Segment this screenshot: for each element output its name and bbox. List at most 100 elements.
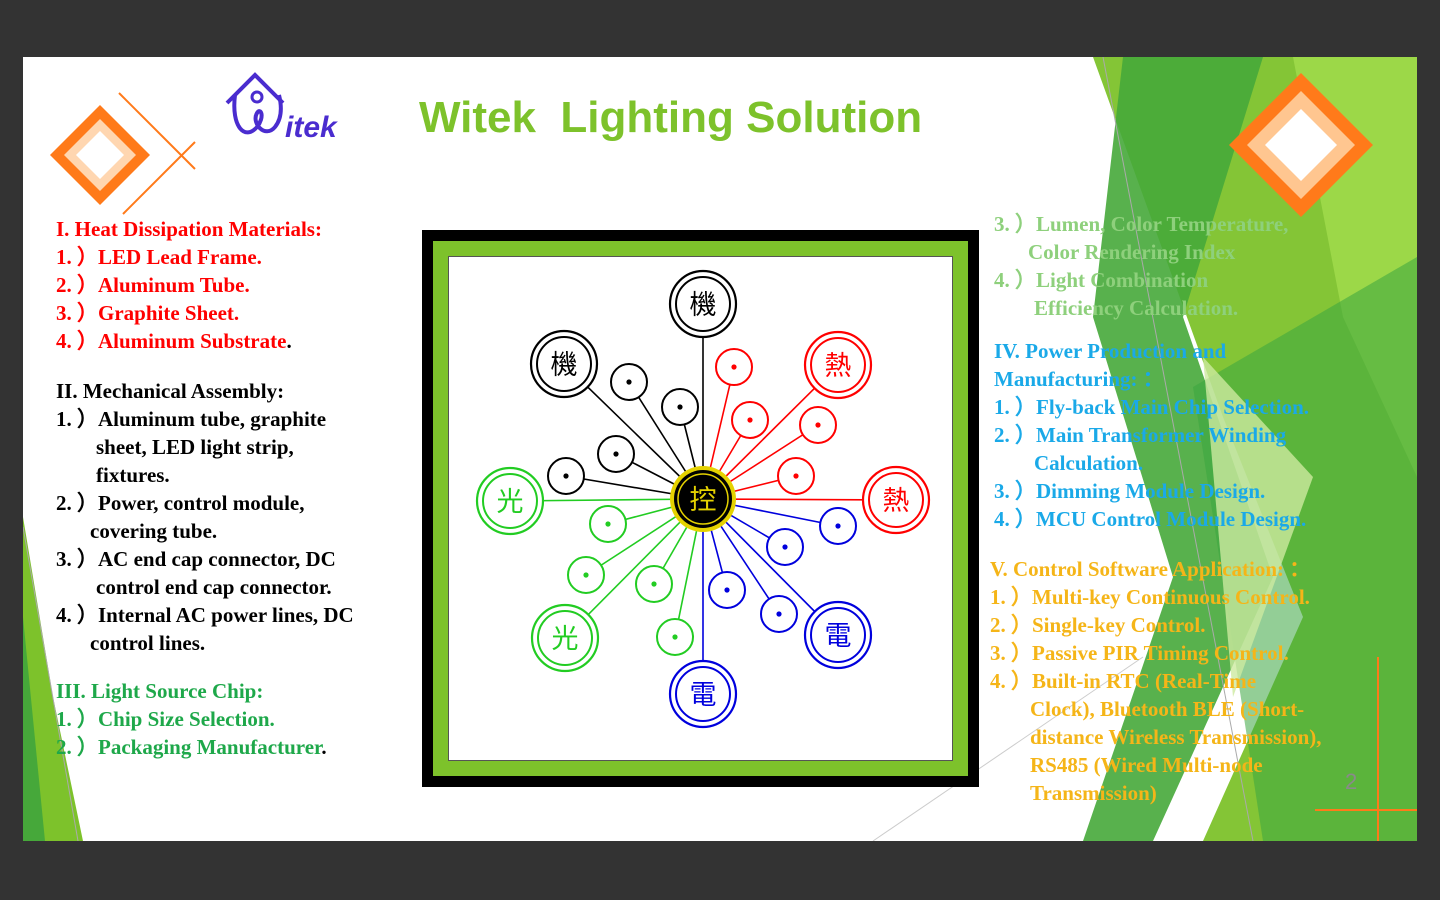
diagram-border: 機機熱熱光光電電控: [433, 241, 968, 776]
heat-node: [803, 330, 873, 400]
list-item: 1. ）Chip Size Selection.: [56, 707, 275, 731]
small-node-dot: [563, 473, 569, 479]
small-node-dot: [731, 364, 737, 370]
section-power-production: IV. Power Production and Manufacturing: …: [994, 337, 1309, 533]
list-item-continued: control lines.: [90, 631, 206, 655]
trailing-period: .: [321, 735, 327, 759]
heat-node: [861, 465, 931, 535]
light-node-label: 光: [552, 624, 579, 655]
section-heading: I. Heat Dissipation Materials:: [56, 217, 322, 241]
small-node-dot: [776, 611, 782, 617]
small-node-dot: [651, 581, 657, 587]
page-number: 2: [1345, 769, 1358, 794]
diagram-canvas: 機機熱熱光光電電控: [448, 256, 953, 761]
section-heading: Manufacturing: ：: [994, 367, 1164, 391]
list-item-continued: covering tube.: [90, 519, 218, 543]
light-node-label: 光: [497, 487, 524, 518]
light-node-inner-ring: [482, 473, 538, 529]
diagram-frame: 機機熱熱光光電電控: [422, 230, 979, 787]
list-item-text: 4. ）Aluminum Substrate: [56, 329, 287, 353]
power-node-inner-ring: [810, 607, 866, 663]
list-item: 1. ）Fly-back Main Chip Selection.: [994, 395, 1310, 419]
list-item: 4. ）Internal AC power lines, DC: [56, 603, 354, 627]
power-node: [668, 659, 738, 729]
list-item: 2. ）Aluminum Tube.: [56, 273, 250, 297]
section-control-software: V. Control Software Application: ： 1. ）M…: [990, 555, 1322, 807]
small-node-dot: [793, 473, 799, 479]
page-title: Witek Lighting Solution: [419, 93, 923, 142]
section-light-source-chip-continued: 3. ）Lumen, Color Temperature, Color Rend…: [994, 210, 1288, 322]
list-item-continued: control end cap connector.: [96, 575, 332, 599]
list-item: 3. ）Lumen, Color Temperature,: [994, 212, 1289, 236]
slide: itek Witek Lighting Solution I. Heat Dis…: [23, 57, 1417, 841]
list-item-continued: Color Rendering Index: [1028, 240, 1236, 264]
mech-node-inner-ring: [675, 276, 731, 332]
logo-text: itek: [285, 111, 338, 144]
list-item-continued: sheet, LED light strip,: [96, 435, 294, 459]
mech-node: [529, 329, 599, 399]
list-item: 4. ）Aluminum Substrate.: [56, 327, 322, 355]
list-item: 2. ）Single-key Control.: [990, 613, 1206, 637]
list-item: 3. ）Passive PIR Timing Control.: [990, 641, 1289, 665]
section-heading: III. Light Source Chip:: [56, 679, 264, 703]
list-item-continued: RS485 (Wired Multi-node: [1030, 753, 1263, 777]
list-item-continued: Efficiency Calculation.: [1034, 296, 1239, 320]
trailing-period: .: [286, 329, 292, 353]
light-node: [475, 466, 545, 536]
list-item: 3. ）Graphite Sheet.: [56, 301, 240, 325]
section-heading: IV. Power Production and: [994, 339, 1227, 363]
mech-node-label: 機: [690, 290, 717, 321]
list-item: 4. ）Built-in RTC (Real-Time: [990, 669, 1257, 693]
small-node-dot: [835, 523, 841, 529]
orange-diamond-left: [50, 92, 196, 215]
list-item: 3. ）Dimming Module Design.: [994, 479, 1266, 503]
section-heat-dissipation: I. Heat Dissipation Materials: 1. ）LED L…: [56, 215, 322, 355]
mech-node-label: 機: [551, 350, 578, 381]
small-node-dot: [583, 572, 589, 578]
heat-node-inner-ring: [810, 337, 866, 393]
small-node-dot: [672, 634, 678, 640]
list-item: 1. ）LED Lead Frame.: [56, 245, 262, 269]
small-node-dot: [815, 422, 821, 428]
power-node-inner-ring: [675, 666, 731, 722]
mech-node: [668, 269, 738, 339]
list-item: 2. ）Packaging Manufacturer.: [56, 733, 327, 761]
center-node-label: 控: [690, 485, 717, 516]
list-item: 4. ）Light Combination: [994, 268, 1209, 292]
list-item: 1. ）Multi-key Continuous Control.: [990, 585, 1310, 609]
list-item: 2. ）Power, control module,: [56, 491, 305, 515]
small-node-dot: [626, 379, 632, 385]
light-node-inner-ring: [537, 610, 593, 666]
background-art: [23, 57, 1417, 841]
hub-diagram: 機機熱熱光光電電控: [475, 269, 931, 729]
mech-node-inner-ring: [536, 336, 592, 392]
power-node: [803, 600, 873, 670]
list-item-text: 2. ）Packaging Manufacturer: [56, 735, 322, 759]
power-node-label: 電: [825, 621, 852, 652]
small-node-dot: [605, 521, 611, 527]
heat-node-inner-ring: [868, 472, 924, 528]
witek-logo: itek: [225, 72, 338, 144]
small-node-dot: [747, 417, 753, 423]
list-item: 4. ）MCU Control Module Design.: [994, 507, 1307, 531]
list-item-continued: fixtures.: [96, 463, 170, 487]
power-node-label: 電: [690, 680, 717, 711]
list-item: 1. ）Aluminum tube, graphite: [56, 407, 327, 431]
orange-diamond-right: [1229, 73, 1373, 217]
small-node-dot: [724, 587, 730, 593]
section-heading: II. Mechanical Assembly:: [56, 379, 285, 403]
small-node-dot: [613, 451, 619, 457]
list-item: 2. ）Main Transformer Winding: [994, 423, 1287, 447]
list-item-continued: Clock), Bluetooth BLE (Short-: [1030, 697, 1305, 721]
section-heading: V. Control Software Application: ：: [990, 557, 1311, 581]
list-item-continued: Transmission): [1030, 781, 1157, 805]
light-node: [530, 603, 600, 673]
list-item: 3. ）AC end cap connector, DC: [56, 547, 336, 571]
section-mechanical-assembly: II. Mechanical Assembly: 1. ）Aluminum tu…: [56, 377, 354, 657]
center-node-ring: [677, 473, 729, 525]
small-node-dot: [782, 544, 788, 550]
heat-node-label: 熱: [825, 351, 852, 382]
small-node-dot: [677, 404, 683, 410]
center-node-core: [674, 470, 732, 528]
list-item-continued: Calculation.: [1034, 451, 1144, 475]
